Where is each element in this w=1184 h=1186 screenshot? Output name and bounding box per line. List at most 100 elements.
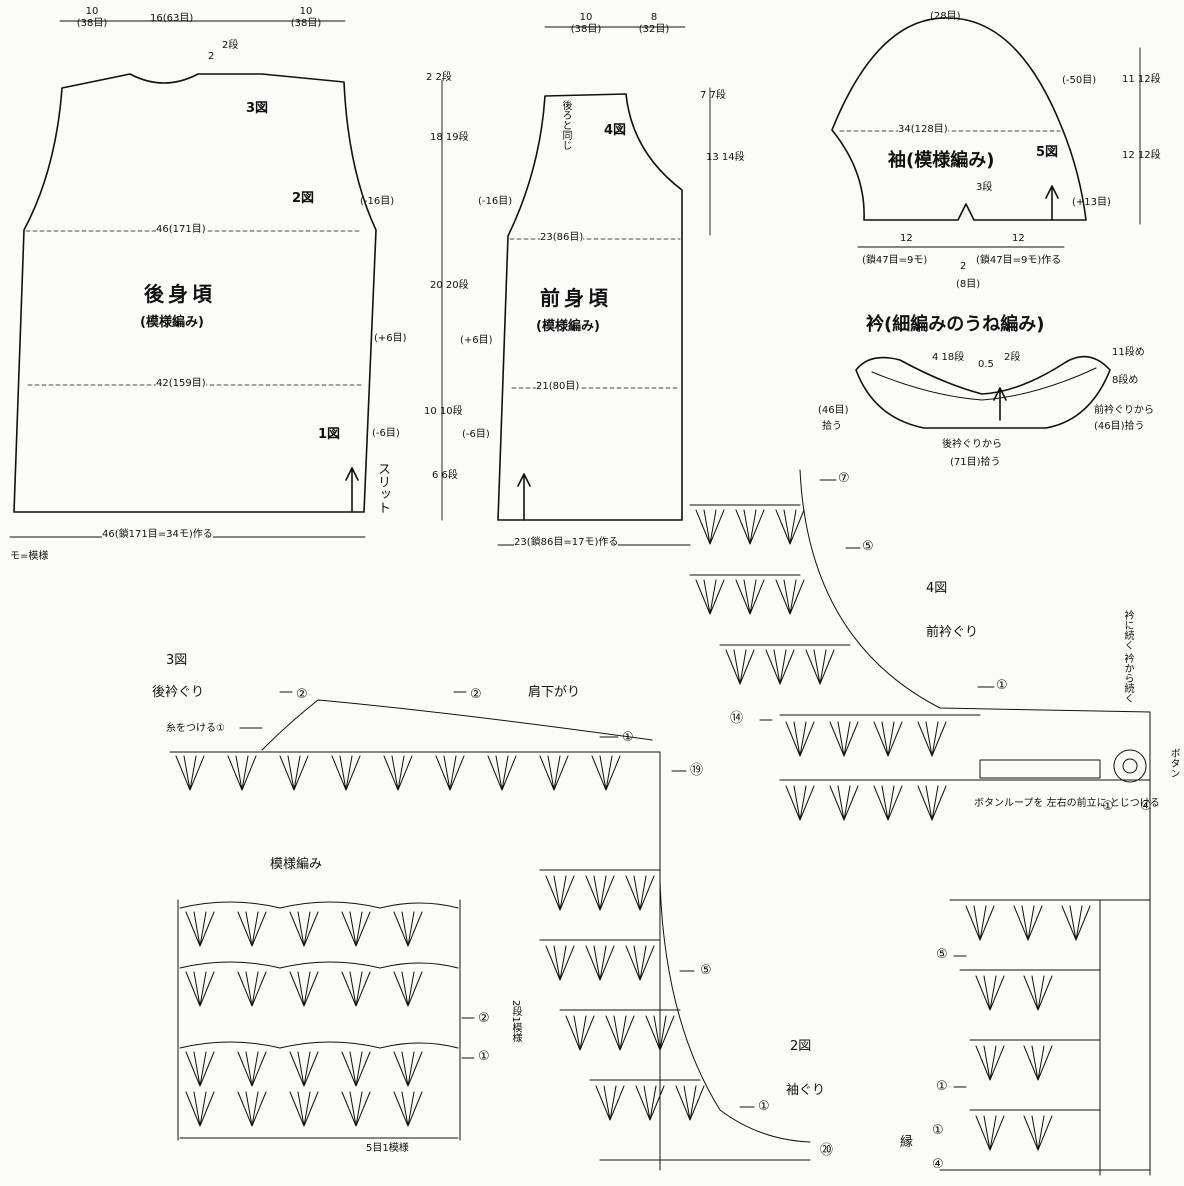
len-shoulder: 2 2段 xyxy=(426,72,452,83)
sleeve-cap-decrease: (-50目) xyxy=(1062,75,1097,86)
collar-row-8: 8段め xyxy=(1112,375,1139,386)
same-as-back-note: 後ろと同じ xyxy=(560,100,571,150)
back-neck-rows: 2段 xyxy=(222,40,239,51)
back-neck-chart xyxy=(169,699,661,791)
chart4-edge-row1: ① xyxy=(1102,799,1114,814)
back-cast-on: 46(鎖171目=34モ)作る xyxy=(102,529,213,540)
chart3-attach-yarn: 糸をつける① xyxy=(166,723,225,734)
collar-height: 4 18段 xyxy=(932,352,965,363)
collar-center-rows: 2段 xyxy=(1004,352,1021,363)
collar-back-pickup-label: 後衿ぐりから xyxy=(942,439,1002,450)
front-body-stitch: (模様編み) xyxy=(536,319,600,334)
armhole-chart xyxy=(539,789,811,1171)
chart3-back-neck: 後衿ぐり xyxy=(152,685,205,700)
collar-side-pickup: (46目) xyxy=(818,405,849,416)
swatch-title: 模様編み xyxy=(270,857,323,872)
chart2-row20: ⑳ xyxy=(820,1143,834,1158)
sleeve-top-stitches: (28目) xyxy=(930,11,961,22)
chart4-row7: ⑦ xyxy=(838,471,850,486)
sleeve-center-stitch: (8目) xyxy=(956,279,981,290)
edge-label: 縁 xyxy=(900,1135,914,1150)
front-waist-width: 21(80目) xyxy=(536,381,580,392)
sleeve-slit-rows: 3段 xyxy=(976,182,993,193)
swatch-repeat-rows: 2段1模様 xyxy=(510,1000,521,1043)
sleeve-cap-rows: 11 12段 xyxy=(1122,74,1161,85)
back-waist-width: 42(159目) xyxy=(156,378,206,389)
swatch-repeat-stitches: 5目1模様 xyxy=(366,1143,409,1154)
collar-side-pickup-label: 拾う xyxy=(822,421,842,432)
collar-front-pickup: (46目)拾う xyxy=(1094,421,1145,432)
chart2-row5: ⑤ xyxy=(700,963,712,978)
back-body-title: 後身頃 xyxy=(144,282,216,306)
legend-mo: モ=模様 xyxy=(10,551,49,562)
fig-label-1: 1図 xyxy=(318,427,341,442)
sleeve-increase: (+13目) xyxy=(1072,197,1111,208)
chart3-back-neck-arrow: ② xyxy=(296,687,308,702)
sleeve-title: 袖(模様編み) xyxy=(888,150,995,171)
front-body-outline xyxy=(497,93,683,521)
back-increase: (+6目) xyxy=(374,333,407,344)
collar-row-11: 11段め xyxy=(1112,347,1145,358)
chart4-title: 4図 xyxy=(926,581,948,596)
front-neck-rows: 7 7段 xyxy=(700,90,726,101)
front-neck-chart xyxy=(689,469,1151,1176)
chart4-row14: ⑭ xyxy=(730,711,744,726)
front-body-title: 前身頃 xyxy=(540,286,612,310)
fig-label-2: 2図 xyxy=(292,191,315,206)
chart3-row1: ① xyxy=(622,730,634,745)
edge-row1: ① xyxy=(932,1123,944,1138)
back-chest-width: 46(171目) xyxy=(156,224,206,235)
front-chest-width: 23(86目) xyxy=(540,232,584,243)
back-hem-decrease: (-6目) xyxy=(372,428,400,439)
front-decrease: (-16目) xyxy=(478,196,513,207)
chart2-armhole: 袖ぐり xyxy=(786,1083,826,1098)
fig-label-5: 5図 xyxy=(1036,145,1059,160)
chart3-title: 3図 xyxy=(166,653,188,668)
button-loop-note: ボタンループを 左右の前立に とじつける xyxy=(974,798,1160,809)
chart4-lower-row1: ① xyxy=(936,1079,948,1094)
front-shoulder: 10(38目) xyxy=(570,12,602,35)
sleeve-width: 34(128目) xyxy=(898,124,948,135)
chart3-shoulder-row2: ② xyxy=(470,687,482,702)
sleeve-width-left: 12 xyxy=(900,233,913,244)
chart4-edge-row4: ④ xyxy=(1140,799,1152,814)
chart3-row19: ⑲ xyxy=(690,763,704,778)
sleeve-length-rows: 12 12段 xyxy=(1122,150,1161,161)
chart2-row1: ① xyxy=(758,1099,770,1114)
front-cast-on: 23(鎖86目=17モ)作る xyxy=(514,537,619,548)
sleeve-cast-on-left: (鎖47目=9モ) xyxy=(862,255,928,266)
sleeve-center-gap: 2 xyxy=(960,261,967,272)
back-body-stitch: (模様編み) xyxy=(140,315,204,330)
len-armhole: 18 19段 xyxy=(430,132,469,143)
front-armhole-rows: 13 14段 xyxy=(706,152,745,163)
back-neck-width: 16(63目) xyxy=(150,13,194,24)
chart4-row5: ⑤ xyxy=(862,539,874,554)
chart4-lower-row5: ⑤ xyxy=(936,947,948,962)
back-body-outline xyxy=(13,73,377,513)
knit-direction-arrows xyxy=(345,185,1059,521)
swatch-row1: ① xyxy=(478,1049,490,1064)
front-neck: 8(32目) xyxy=(638,12,670,35)
collar-inner-line xyxy=(871,367,1097,401)
collar-outline xyxy=(855,355,1111,429)
collar-back-pickup: (71目)拾う xyxy=(950,457,1001,468)
chart3-shoulder: 肩下がり xyxy=(528,685,581,700)
sleeve-outline xyxy=(831,17,1087,221)
back-neck-depth: 2 xyxy=(208,51,215,62)
len-hip: 10 10段 xyxy=(424,406,463,417)
front-increase: (+6目) xyxy=(460,335,493,346)
fig-label-4: 4図 xyxy=(604,123,627,138)
len-body: 20 20段 xyxy=(430,280,469,291)
chart4-subtitle: 前衿ぐり xyxy=(926,625,979,640)
button-label: ボタン xyxy=(1168,748,1179,778)
chart4-row1: ① xyxy=(996,678,1008,693)
swatch-row2: ② xyxy=(478,1011,490,1026)
len-hem: 6 6段 xyxy=(432,470,458,481)
back-shoulder-width: 10(38目) xyxy=(76,6,108,29)
edge-row4: ④ xyxy=(932,1157,944,1172)
sleeve-cast-on-right: (鎖47目=9モ)作る xyxy=(976,255,1062,266)
pattern-swatch-fans xyxy=(177,899,461,1141)
fan-stitches xyxy=(175,509,1091,1151)
